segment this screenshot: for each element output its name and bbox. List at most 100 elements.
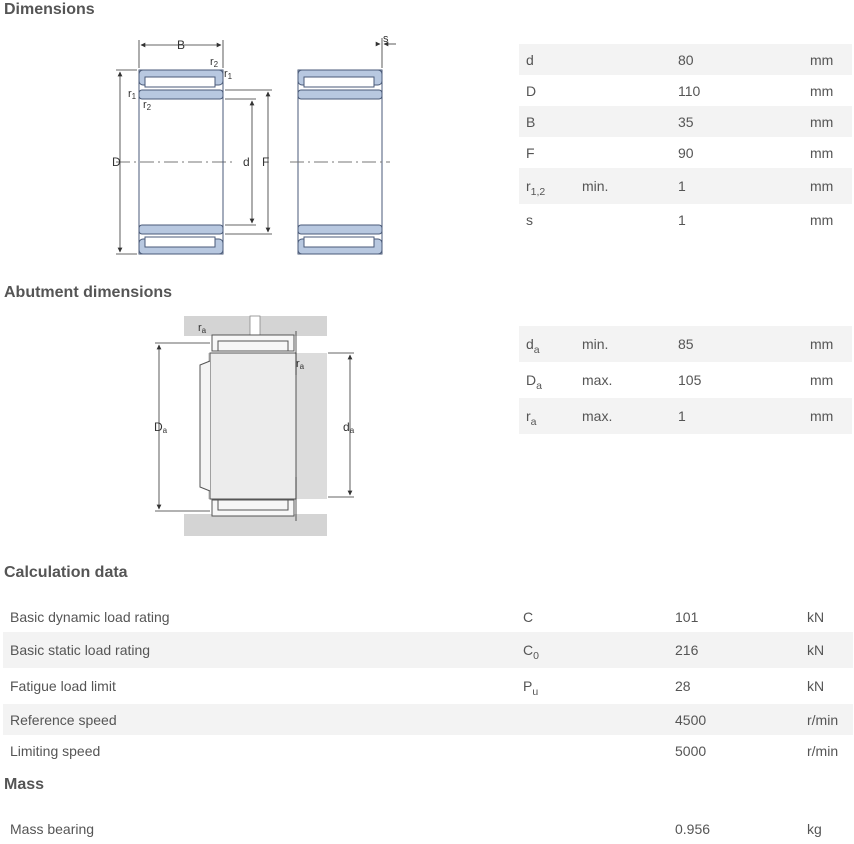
unit-cell: mm bbox=[803, 398, 852, 434]
label-ra-top: ra bbox=[198, 322, 207, 335]
label-r1-left: r1 bbox=[128, 88, 137, 101]
symbol: C bbox=[523, 642, 534, 658]
symbol: F bbox=[526, 144, 535, 161]
label-D: D bbox=[112, 155, 121, 169]
abutment-drawing: ra ra Da da bbox=[154, 315, 355, 536]
symbol-cell: Pu bbox=[516, 668, 668, 704]
value-cell: 216 bbox=[668, 632, 800, 668]
label-F: F bbox=[262, 155, 269, 169]
unit-cell: mm bbox=[810, 372, 834, 388]
label-cell: Limiting speed bbox=[10, 742, 101, 759]
unit-cell: kN bbox=[800, 632, 853, 668]
symbol: d bbox=[526, 51, 534, 68]
label-da: da bbox=[343, 420, 355, 435]
value-cell: 35 bbox=[671, 106, 803, 137]
symbol-subscript: u bbox=[532, 685, 539, 698]
label-s: s bbox=[383, 33, 389, 45]
data-row: Mass bearing 0.956 kg bbox=[3, 813, 853, 844]
qualifier-cell: max. bbox=[575, 398, 671, 434]
symbol-cell: D bbox=[519, 75, 575, 106]
value-cell: 90 bbox=[678, 144, 694, 161]
qualifier-cell: min. bbox=[575, 168, 671, 204]
bearing-section-right bbox=[290, 69, 390, 255]
qualifier-cell bbox=[575, 44, 671, 75]
mass-table: Mass bearing 0.956 kg bbox=[3, 813, 853, 844]
symbol: s bbox=[526, 211, 533, 228]
symbol-cell: F bbox=[519, 137, 575, 168]
symbol-subscript: 0 bbox=[533, 649, 539, 662]
symbol: D bbox=[526, 82, 537, 99]
qualifier-cell bbox=[575, 75, 671, 106]
symbol: P bbox=[523, 678, 533, 694]
label-cell: Reference speed bbox=[3, 704, 516, 735]
data-row: Basic dynamic load rating C 101 kN bbox=[3, 601, 853, 632]
calculation-heading: Calculation data bbox=[4, 564, 128, 581]
spec-row: s 1 mm bbox=[519, 204, 852, 235]
label-cell: Basic dynamic load rating bbox=[10, 608, 170, 625]
value-cell: 0.956 bbox=[675, 820, 711, 837]
symbol: r bbox=[526, 408, 531, 424]
unit-cell: kg bbox=[807, 820, 822, 837]
value-cell: 101 bbox=[675, 608, 699, 625]
value-cell: 105 bbox=[678, 372, 702, 388]
label-B: B bbox=[177, 38, 185, 52]
symbol: B bbox=[526, 113, 536, 130]
unit-cell: mm bbox=[803, 168, 852, 204]
symbol-subscript: a bbox=[536, 379, 542, 392]
value-cell: 1 bbox=[671, 398, 803, 434]
symbol-cell: s bbox=[519, 204, 575, 235]
unit-cell: r/min bbox=[807, 742, 839, 759]
label-r2-top: r2 bbox=[210, 56, 219, 69]
abutment-heading: Abutment dimensions bbox=[4, 284, 173, 301]
dimensions-heading: Dimensions bbox=[4, 1, 95, 18]
qualifier-cell: min. bbox=[575, 326, 671, 362]
unit-cell: mm bbox=[803, 106, 852, 137]
value-cell: 1 bbox=[671, 168, 803, 204]
symbol: C bbox=[523, 608, 534, 625]
spec-row: F 90 mm bbox=[519, 137, 852, 168]
label-cell: Mass bearing bbox=[10, 820, 95, 837]
label-cell: Fatigue load limit bbox=[10, 678, 116, 694]
value-cell: 28 bbox=[675, 678, 691, 694]
symbol: D bbox=[526, 372, 537, 388]
mass-heading: Mass bbox=[4, 776, 45, 793]
symbol-cell: ra bbox=[519, 398, 575, 434]
symbol: r bbox=[526, 178, 531, 194]
unit-cell: mm bbox=[803, 44, 852, 75]
unit-cell: kN bbox=[807, 608, 825, 625]
symbol-cell: B bbox=[519, 106, 575, 137]
unit-cell: mm bbox=[810, 144, 834, 161]
symbol-cell: C bbox=[516, 601, 668, 632]
unit-cell: mm bbox=[810, 82, 834, 99]
label-cell: Basic static load rating bbox=[3, 632, 516, 668]
qualifier-cell bbox=[575, 204, 671, 235]
qualifier-cell bbox=[575, 106, 671, 137]
unit-cell: r/min bbox=[800, 704, 853, 735]
symbol-cell: d bbox=[519, 44, 575, 75]
symbol-cell: da bbox=[519, 326, 575, 362]
unit-cell: kN bbox=[807, 678, 825, 694]
label-r2-left: r2 bbox=[143, 99, 152, 112]
data-row: Fatigue load limit Pu 28 kN bbox=[3, 668, 853, 704]
symbol-subscript: a bbox=[530, 415, 537, 428]
value-cell: 4500 bbox=[668, 704, 800, 735]
unit-cell: mm bbox=[810, 211, 834, 228]
label-Da: Da bbox=[154, 420, 168, 435]
label-d: d bbox=[243, 155, 250, 169]
symbol-cell: r1,2 bbox=[519, 168, 575, 204]
unit-cell: mm bbox=[803, 326, 852, 362]
value-cell: 1 bbox=[678, 211, 686, 228]
bearing-dimension-drawing: B s r2 r1 r1 r2 D d F bbox=[112, 33, 396, 255]
qualifier-cell bbox=[575, 137, 671, 168]
